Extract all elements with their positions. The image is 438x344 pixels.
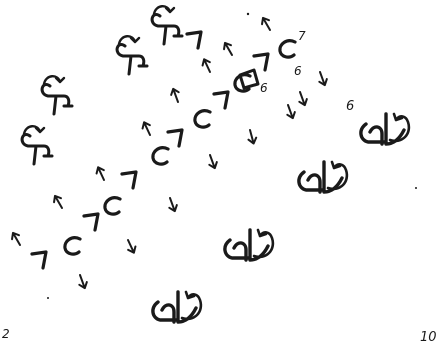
label-six-c: 6: [294, 64, 302, 78]
speck: [415, 187, 417, 189]
rune-loop-1: [40, 74, 74, 116]
glyph-chain: [30, 30, 297, 270]
label-six-a: 6: [346, 99, 354, 114]
knot-glyph-3: [223, 228, 275, 262]
rune-loop-4: [150, 4, 184, 46]
corner-mark: 2: [2, 327, 10, 341]
rune-loop-2: [20, 124, 54, 166]
knot-glyph-2: [297, 160, 349, 194]
rune-loop-3: [115, 34, 149, 76]
knot-glyph-4: [151, 290, 203, 324]
label-six-b: 6: [260, 81, 268, 95]
knot-glyph-1: [359, 112, 411, 146]
speck: [47, 297, 49, 299]
arrow-marks: [8, 14, 330, 291]
page-number: 10: [420, 330, 437, 344]
box-glyph: [238, 68, 260, 90]
label-seven: 7: [298, 29, 306, 43]
speck: [246, 12, 250, 16]
